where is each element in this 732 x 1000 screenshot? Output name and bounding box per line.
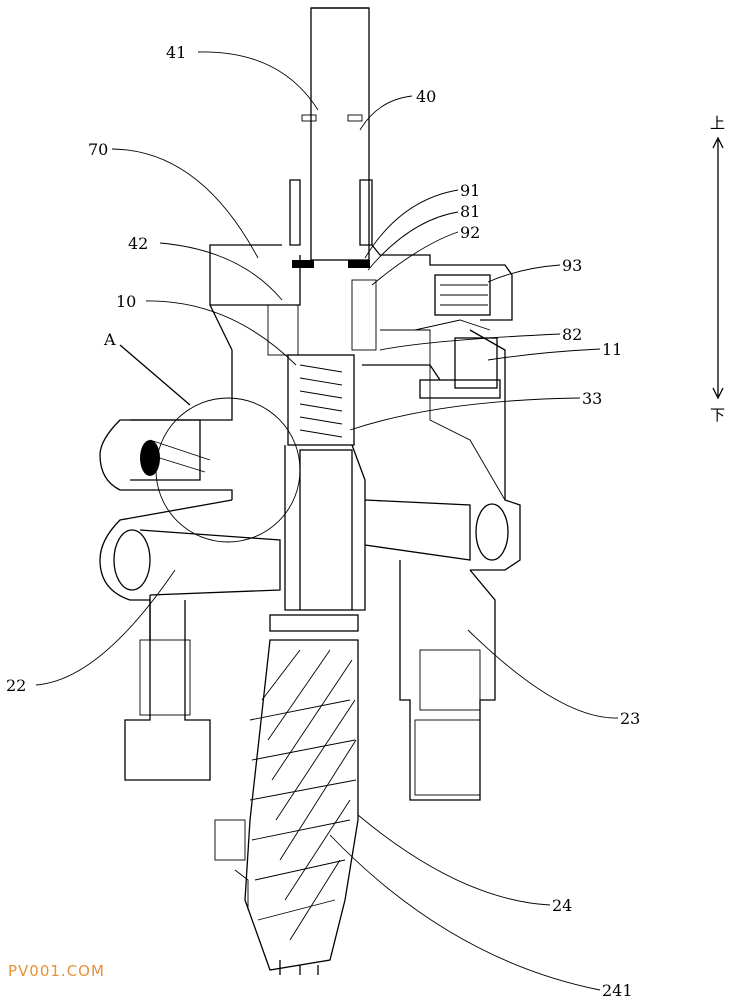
label-23: 23 xyxy=(620,709,640,728)
label-93: 93 xyxy=(562,256,582,275)
side-switch-assembly xyxy=(362,274,501,399)
lower-shaft xyxy=(269,444,366,632)
label-241: 241 xyxy=(602,981,633,1000)
label-33: 33 xyxy=(582,389,602,408)
leader-lines xyxy=(35,51,619,991)
label-41: 41 xyxy=(166,43,186,62)
label-42: 42 xyxy=(128,234,148,253)
label-70: 70 xyxy=(88,140,108,159)
left-inlet-port xyxy=(113,419,281,781)
label-81: 81 xyxy=(460,202,480,221)
detail-circle-a xyxy=(119,344,301,543)
watermark: PV001.COM xyxy=(8,962,105,980)
right-outlet-port xyxy=(364,499,509,801)
stem-shaft xyxy=(310,7,370,261)
direction-arrow xyxy=(712,136,724,400)
label-40: 40 xyxy=(416,87,436,106)
upper-collar xyxy=(209,114,513,321)
label-a: A xyxy=(103,330,116,349)
label-24: 24 xyxy=(552,896,572,915)
direction-down-label: 下 xyxy=(710,406,725,424)
label-92: 92 xyxy=(460,223,480,242)
label-22: 22 xyxy=(6,676,26,695)
lower-cartridge xyxy=(214,639,359,975)
direction-up-label: 上 xyxy=(710,114,725,132)
inner-spring-chamber xyxy=(267,279,377,446)
label-10: 10 xyxy=(116,292,136,311)
label-91: 91 xyxy=(460,181,480,200)
valve-housing xyxy=(99,304,521,640)
label-82: 82 xyxy=(562,325,582,344)
label-11: 11 xyxy=(602,340,622,359)
